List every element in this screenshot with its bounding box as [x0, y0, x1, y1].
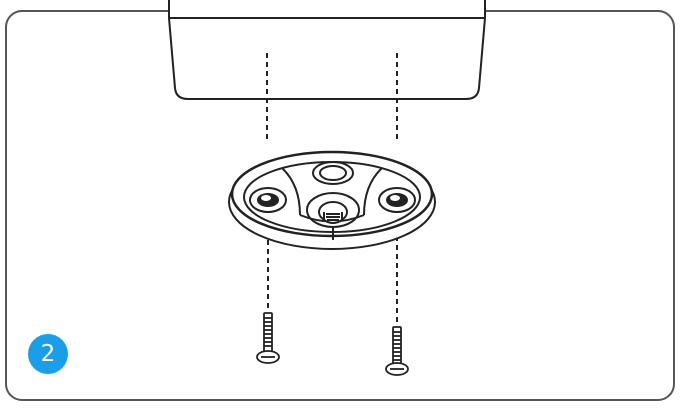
alignment-guides	[266, 53, 398, 322]
right-screw-hole	[378, 187, 416, 213]
ceiling-block-icon	[168, 0, 486, 100]
screw-icon	[256, 312, 280, 364]
center-socket	[306, 192, 360, 240]
step-number-badge: 2	[28, 334, 68, 374]
step-number: 2	[40, 340, 56, 367]
mount-base-icon	[228, 150, 436, 250]
screw-icon	[385, 326, 409, 376]
left-screw-hole	[249, 187, 287, 213]
